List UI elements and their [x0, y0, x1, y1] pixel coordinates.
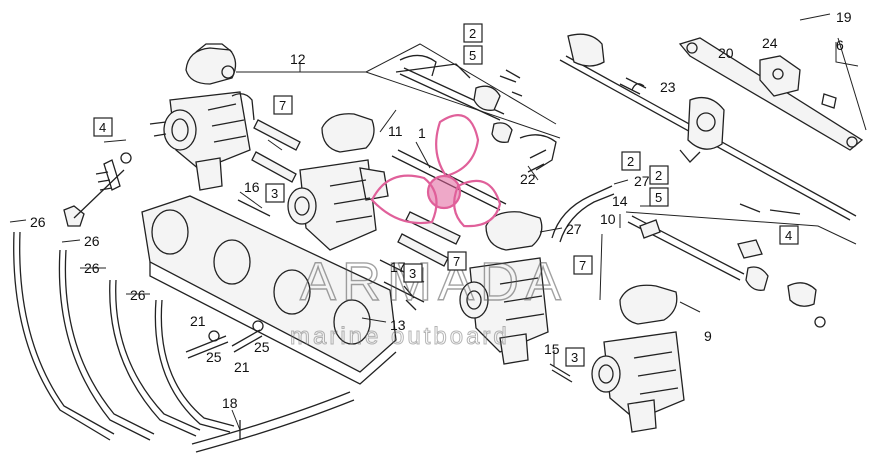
boxed-callout-3-left: 3	[271, 186, 278, 201]
callout-26-b: 26	[84, 233, 100, 249]
callout-27-a: 27	[634, 173, 650, 189]
callout-21-right: 21	[234, 359, 250, 375]
callout-11: 11	[388, 123, 403, 139]
callout-1: 1	[418, 125, 426, 141]
callout-12: 12	[290, 51, 306, 67]
callout-18: 18	[222, 395, 238, 411]
boxed-callout-5-right: 5	[655, 190, 662, 205]
drain-tube	[191, 391, 355, 453]
vent-tubes	[13, 231, 235, 441]
boxed-callout-3-right: 3	[571, 350, 578, 365]
throttle-shaft-assembly	[559, 33, 857, 221]
carburetor-right	[591, 284, 685, 433]
callout-26-d: 26	[130, 287, 146, 303]
link-plate	[678, 37, 864, 151]
fuel-joint-hardware-top	[395, 54, 523, 143]
callout-10: 10	[600, 211, 616, 227]
carburetor-center	[459, 211, 549, 365]
callout-ticks	[9, 13, 831, 295]
callout-21-left: 21	[190, 313, 206, 329]
leader-lines	[103, 37, 867, 431]
callout-14: 14	[612, 193, 628, 209]
callout-15: 15	[544, 341, 560, 357]
boxed-callout-2-mid: 2	[627, 154, 634, 169]
callout-6: 6	[836, 37, 844, 53]
parts-drawing	[13, 33, 864, 453]
center-linkage	[379, 134, 557, 303]
callout-23: 23	[660, 79, 676, 95]
callout-24: 24	[762, 35, 778, 51]
watermark-brand: ARMADA	[300, 252, 567, 312]
logo-core	[426, 174, 462, 210]
watermark: ARMADA marine outboard	[290, 114, 567, 351]
boxed-callout-2-right: 2	[655, 168, 662, 183]
carburetor-left	[149, 43, 255, 191]
callout-labels: 1 6 9 10 11 12 13 14 15 16 17 18 19 20 2…	[30, 9, 852, 411]
throttle-link-rod-right	[627, 203, 826, 328]
callout-27-b: 27	[566, 221, 582, 237]
fuel-hose	[551, 185, 615, 243]
watermark-logo-icon	[370, 114, 502, 228]
callout-25-right: 25	[254, 339, 270, 355]
callout-22: 22	[520, 171, 536, 187]
watermark-tagline: marine outboard	[290, 323, 510, 350]
boxed-callout-4-right: 4	[785, 228, 792, 243]
boxed-callout-4-left: 4	[99, 120, 106, 135]
callout-13: 13	[390, 317, 406, 333]
logo-petal-right	[453, 179, 502, 228]
callout-17: 17	[390, 259, 406, 275]
screws-washers	[185, 285, 573, 383]
callout-16: 16	[244, 179, 260, 195]
boxed-callout-7-right: 7	[579, 258, 586, 273]
carburetor-mid-upper	[287, 113, 389, 251]
logo-petal-top	[435, 114, 480, 178]
boxed-callouts: 2 5 7 3 4 3 7 2 2 5 4 7 3	[93, 23, 799, 367]
boxed-callout-7-center: 7	[453, 254, 460, 269]
boxed-callout-2-top: 2	[469, 26, 476, 41]
callout-25-left: 25	[206, 349, 222, 365]
boxed-callout-3-center: 3	[409, 266, 416, 281]
callout-26-a: 26	[30, 214, 46, 230]
boxed-callout-7-left: 7	[279, 98, 286, 113]
callout-19: 19	[836, 9, 852, 25]
pins-and-springs	[63, 119, 301, 227]
callout-20: 20	[718, 45, 734, 61]
callout-9: 9	[704, 328, 712, 344]
boxed-callout-5-top: 5	[469, 48, 476, 63]
